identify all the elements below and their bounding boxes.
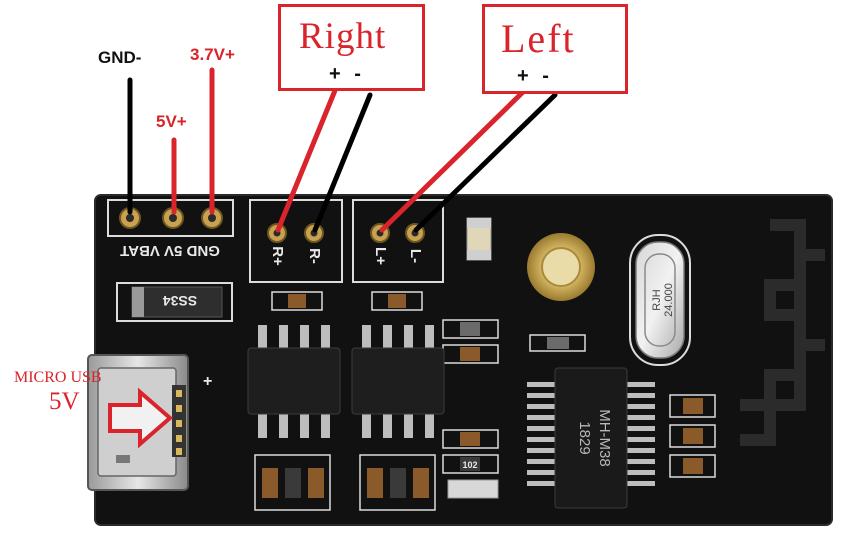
svg-text:SS34: SS34 xyxy=(163,293,197,309)
gnd-label: GND- xyxy=(98,48,142,67)
crystal-oscillator: RJH 24.000 xyxy=(629,234,691,366)
diode-ss34: SS34 xyxy=(116,282,233,322)
header-pins xyxy=(107,199,234,237)
left-plus-wire xyxy=(379,89,526,233)
svg-text:+: + xyxy=(203,373,212,390)
right-speaker-pads xyxy=(249,199,343,283)
right-plus-wire xyxy=(275,85,339,233)
amplifier-chip-right xyxy=(247,325,341,438)
left-callout: Left + - xyxy=(482,4,628,94)
svg-text:1829: 1829 xyxy=(576,421,593,454)
r-plus-silk: R+ xyxy=(269,246,286,266)
svg-text:RJH: RJH xyxy=(651,289,663,310)
left-polarity: + - xyxy=(517,65,549,87)
svg-text:MH-M38: MH-M38 xyxy=(596,409,613,467)
micro-usb-label: MICRO USB xyxy=(14,369,102,386)
mounting-hole xyxy=(527,233,595,301)
r-minus-silk: R- xyxy=(306,248,323,264)
5v-label: 5V+ xyxy=(156,112,187,131)
left-title: Left xyxy=(501,16,576,61)
silkscreen-text: GND 5V VBAT R+ R- L+ L- xyxy=(120,242,424,266)
header-pin-silk: GND 5V VBAT xyxy=(120,242,220,259)
right-polarity: + - xyxy=(329,63,361,85)
wires xyxy=(127,67,558,233)
bluetooth-chip: MH-M38 1829 xyxy=(527,367,655,509)
smd-components: 102 xyxy=(254,217,716,511)
right-minus-wire xyxy=(312,92,373,233)
l-plus-silk: L+ xyxy=(372,247,389,265)
right-title: Right xyxy=(299,16,387,57)
left-minus-wire xyxy=(413,92,558,233)
right-callout: Right + - xyxy=(278,4,425,91)
bat-label: 3.7V+ xyxy=(190,45,235,64)
usb-arrow-icon xyxy=(108,387,174,449)
svg-text:102: 102 xyxy=(462,460,477,470)
micro-usb-voltage: 5V xyxy=(49,388,80,415)
amplifier-chip-left xyxy=(351,325,445,438)
l-minus-silk: L- xyxy=(407,249,424,263)
antenna-trace xyxy=(740,219,825,446)
svg-text:24.000: 24.000 xyxy=(663,283,675,317)
